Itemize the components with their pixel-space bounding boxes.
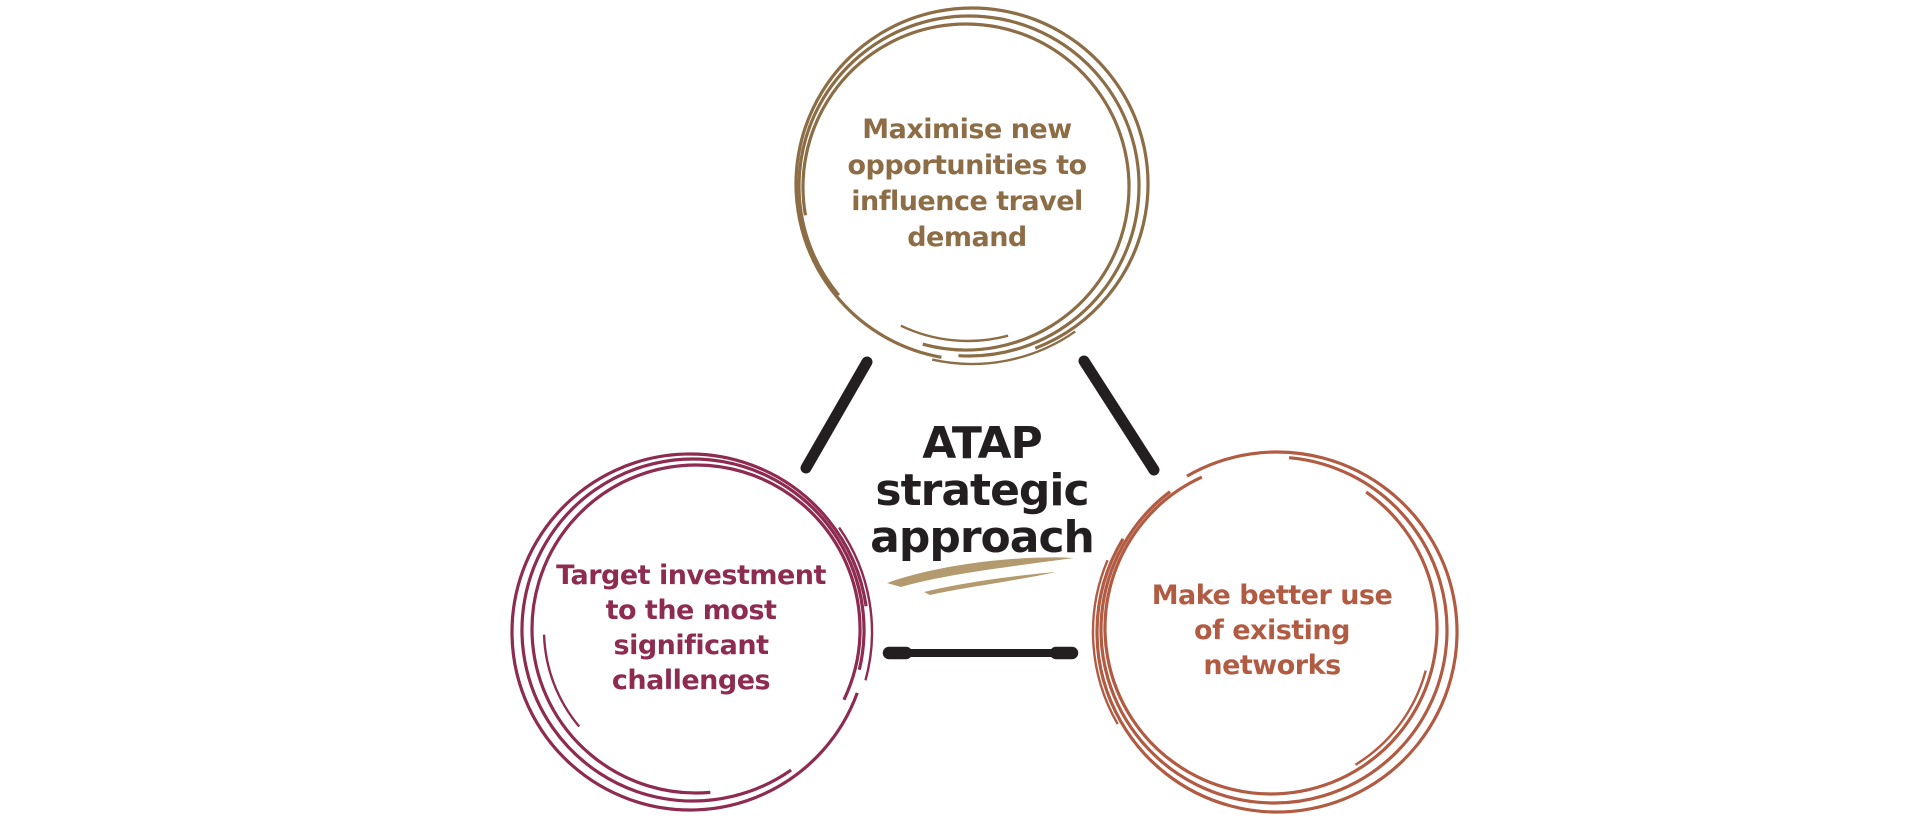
diagram-title: ATAP strategic approach [870, 418, 1095, 563]
circle-make-better-use [1091, 446, 1463, 818]
title-underline-swoosh [887, 557, 1074, 595]
label-maximise-new-opportunities: Maximise new opportunities to influence … [847, 114, 1087, 253]
circle-target-investment [506, 448, 874, 816]
connector-lines [800, 355, 1160, 660]
label-make-better-use: Make better use of existing networks [1151, 580, 1393, 681]
connector-top-right [1078, 355, 1160, 476]
connector-top-left [800, 356, 873, 474]
label-target-investment: Target investment to the most significan… [556, 560, 826, 696]
